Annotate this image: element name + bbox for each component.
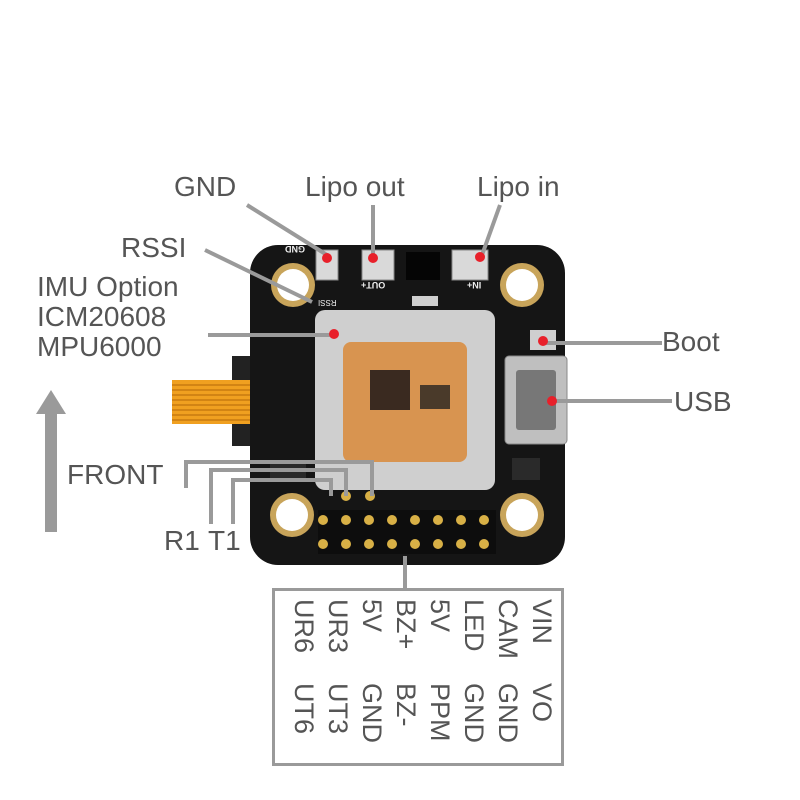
pin-label-top: BZ+ (391, 599, 421, 650)
pin-dots (318, 515, 489, 549)
pin-label-bottom: GND (459, 683, 489, 743)
label-t1: T1 (208, 525, 241, 556)
label-front: FRONT (67, 459, 164, 490)
pin-dot (410, 515, 420, 525)
mounting-hole-bottom-left (270, 493, 314, 537)
label-boot: Boot (662, 326, 720, 357)
pin-label-top: 5V (425, 599, 455, 633)
pin-label-bottom: GND (493, 683, 523, 743)
front-arrow-icon (36, 390, 66, 532)
pin-dot (479, 539, 489, 549)
marker-dots (322, 252, 557, 406)
pin-label-bottom: VO (527, 683, 557, 723)
mounting-hole-bottom-right (500, 493, 544, 537)
pad-lipo-out (361, 249, 395, 281)
label-usb: USB (674, 386, 732, 417)
silk-gnd: GND (285, 244, 305, 254)
pin-label-bottom: PPM (425, 683, 455, 742)
marker-gnd (322, 253, 332, 263)
label-gnd: GND (174, 171, 237, 202)
pin-dot (410, 539, 420, 549)
pin-dot (364, 515, 374, 525)
pad-gnd (315, 249, 339, 281)
pin-label-bottom: GND (357, 683, 387, 743)
leader-front (184, 460, 374, 496)
pin-label-top: UR6 (289, 599, 319, 654)
pin-dot (364, 539, 374, 549)
pin-label-bottom: UT3 (323, 683, 353, 735)
flight-controller-board (250, 245, 568, 565)
pin-dot (433, 539, 443, 549)
pin-dot (341, 515, 351, 525)
silk-rssi: RSSI (318, 298, 337, 307)
pin-dot (318, 539, 328, 549)
pin-dot (433, 515, 443, 525)
marker-lipo-in (475, 252, 485, 262)
silk-in-plus: IN+ (467, 280, 482, 290)
pin-dot (387, 539, 397, 549)
leader-r1 (209, 468, 348, 524)
marker-lipo-out (368, 253, 378, 263)
label-rssi: RSSI (121, 232, 187, 263)
label-icm20608: ICM20608 (37, 301, 167, 332)
pin-label-bottom: BZ- (391, 683, 421, 727)
pin-label-top: UR3 (323, 599, 353, 654)
leader-gnd (245, 203, 329, 257)
pin-label-top: CAM (493, 599, 523, 659)
leader-lipo-in (480, 204, 502, 256)
pin-label-bottom: UT6 (289, 683, 319, 735)
leader-rssi (204, 248, 313, 304)
label-lipo-out: Lipo out (305, 171, 405, 202)
mounting-hole-top-right (500, 263, 544, 307)
pin-dot (387, 515, 397, 525)
marker-boot (538, 336, 548, 346)
label-lipo-in: Lipo in (477, 171, 560, 202)
pin-dot (318, 515, 328, 525)
pin-label-top: 5V (357, 599, 387, 633)
pin-dot (456, 515, 466, 525)
pin-label-top: VIN (527, 599, 557, 645)
marker-usb (547, 396, 557, 406)
label-r1: R1 (164, 525, 200, 556)
pin-dot (456, 539, 466, 549)
marker-imu (329, 329, 339, 339)
label-imu-option: IMU Option (37, 271, 179, 302)
pin-label-top: LED (459, 599, 489, 652)
label-mpu6000: MPU6000 (37, 331, 162, 362)
pin-dot (479, 515, 489, 525)
leader-lines (184, 203, 672, 590)
leader-t1 (231, 478, 333, 524)
silk-out-plus: OUT+ (361, 280, 386, 290)
pin-dot (341, 539, 351, 549)
